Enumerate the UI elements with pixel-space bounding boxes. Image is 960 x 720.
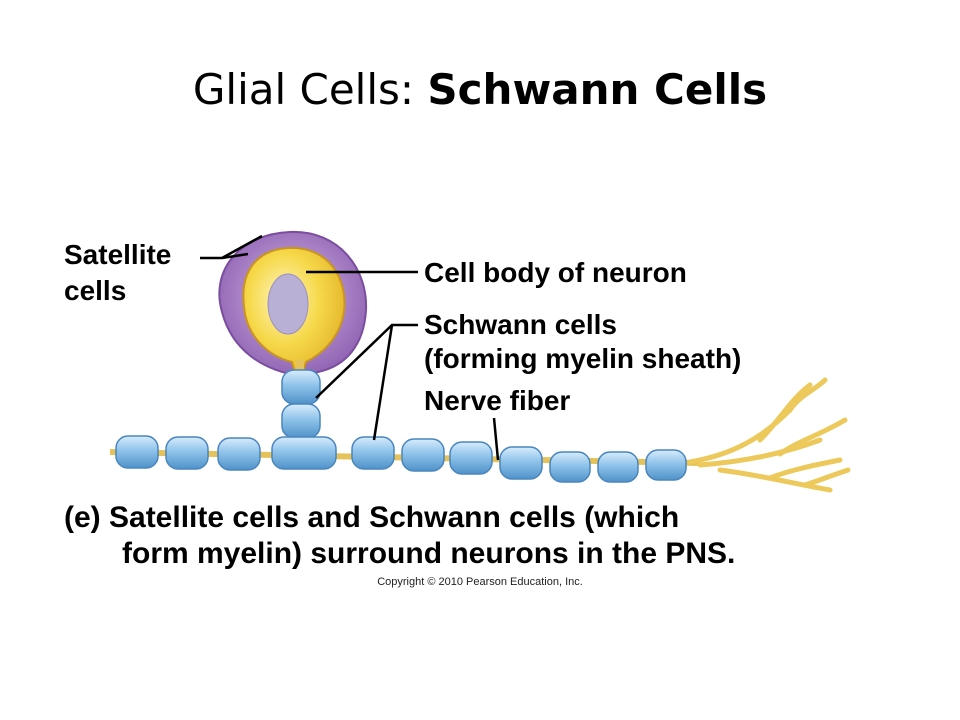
leader-lines	[200, 234, 500, 461]
schwann-cell-vertical	[281, 403, 321, 439]
title-prefix: Glial Cells:	[192, 65, 428, 114]
page-title: Glial Cells: Schwann Cells	[0, 62, 960, 118]
caption-line-1: (e) Satellite cells and Schwann cells (w…	[64, 501, 680, 534]
label-satellite-1: Satellite	[64, 239, 172, 270]
axon-terminal-branches	[687, 377, 851, 493]
schwann-cell	[597, 451, 639, 483]
nerve-fiber-leader	[492, 417, 500, 461]
label-schwann-2: (forming myelin sheath)	[424, 343, 742, 374]
schwann-leader-2	[372, 324, 394, 441]
copyright-text: Copyright © 2010 Pearson Education, Inc.	[377, 576, 583, 588]
schwann-cell	[401, 438, 445, 472]
schwann-cell	[165, 436, 209, 470]
label-satellite-2: cells	[64, 275, 127, 306]
schwann-cell	[449, 441, 493, 475]
schwann-cell	[645, 449, 687, 481]
caption-line-2: form myelin) surround neurons in the PNS…	[122, 537, 736, 570]
title-bold: Schwann Cells	[427, 65, 768, 114]
schwann-cell	[217, 437, 261, 471]
schwann-cell-vertical	[281, 369, 321, 405]
label-nerve-fiber: Nerve fiber	[424, 385, 571, 416]
label-cell-body: Cell body of neuron	[424, 257, 687, 288]
schwann-cell	[115, 435, 159, 469]
schwann-cell	[271, 436, 337, 470]
schwann-cell	[499, 446, 543, 480]
label-schwann-1: Schwann cells	[424, 309, 617, 340]
satellite-leader-2	[221, 252, 249, 260]
nucleus	[267, 273, 309, 335]
schwann-cell	[549, 451, 591, 483]
schwann-cell	[351, 436, 395, 470]
schwann-cells-row	[115, 435, 687, 483]
